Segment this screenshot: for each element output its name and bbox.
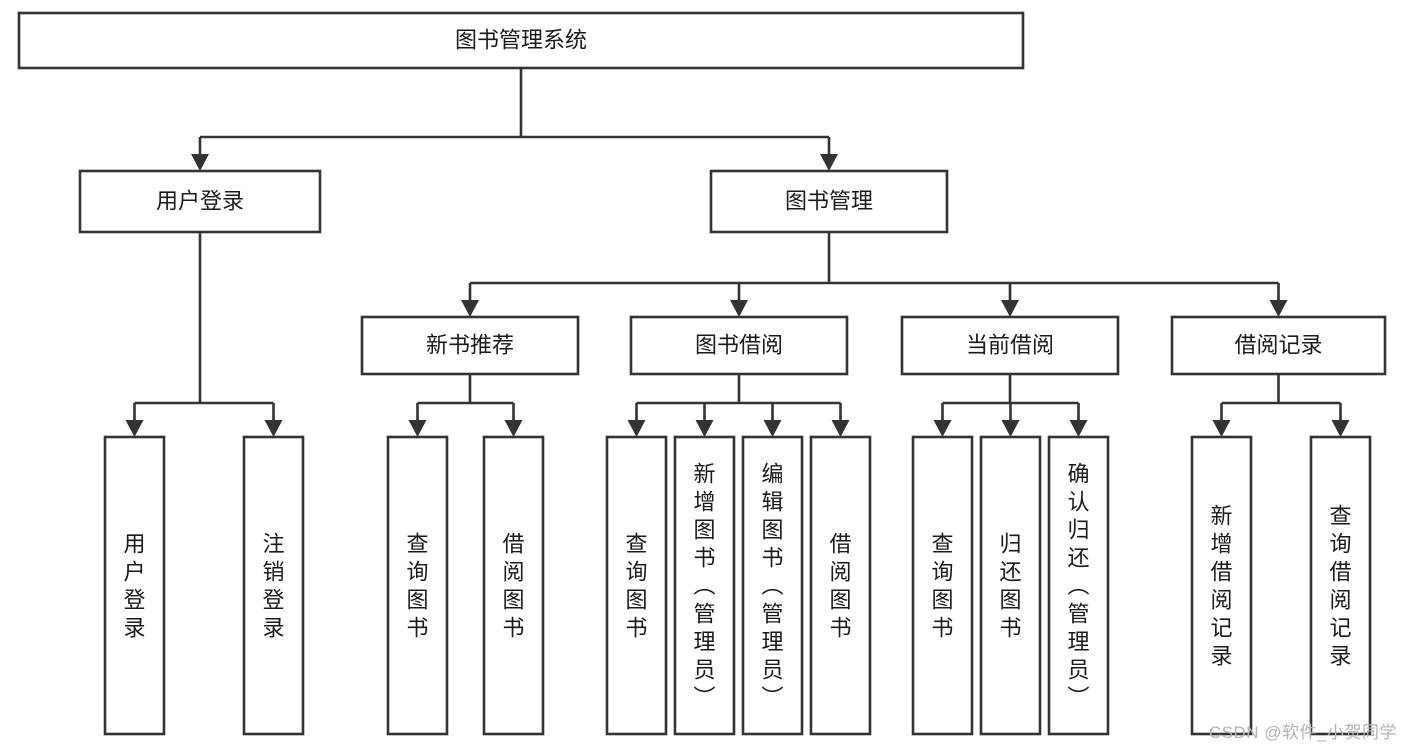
- arrow-head-icon: [1069, 420, 1088, 437]
- node-box: [709, 169, 949, 234]
- node-label: 图书管理系统: [455, 27, 587, 52]
- node-box: [629, 315, 849, 376]
- arrow-head-icon: [1331, 420, 1350, 437]
- edge-group-login: [125, 232, 283, 437]
- connector-layer: [125, 68, 1350, 437]
- arrow-head-icon: [627, 420, 646, 437]
- arrow-head-icon: [763, 420, 782, 437]
- arrow-head-icon: [1269, 300, 1288, 317]
- arrow-head-icon: [1001, 420, 1020, 437]
- node-box: [1309, 435, 1372, 736]
- node-leaf-add-record[interactable]: 新增借阅记录: [1190, 435, 1253, 736]
- node-box: [103, 435, 166, 736]
- node-box: [482, 435, 545, 736]
- node-leaf-logout[interactable]: 注销登录: [242, 435, 305, 736]
- arrow-head-icon: [264, 420, 283, 437]
- node-label: 查询借阅记录: [1329, 504, 1351, 669]
- arrow-head-icon: [695, 420, 714, 437]
- node-box: [17, 11, 1025, 70]
- node-box: [605, 435, 668, 736]
- arrow-head-icon: [820, 154, 838, 171]
- edge-group-bookmgmt: [461, 232, 1288, 317]
- node-box: [741, 435, 804, 736]
- node-label: 归还图书: [999, 532, 1021, 641]
- node-leaf-add-book[interactable]: 新增图书（管理员）: [673, 435, 736, 736]
- arrow-head-icon: [408, 420, 427, 437]
- node-box: [360, 315, 580, 376]
- node-label: 新增图书（管理员）: [693, 462, 715, 711]
- node-borrow[interactable]: 图书借阅: [629, 315, 849, 376]
- node-label: 新增借阅记录: [1210, 504, 1232, 669]
- node-label: 借阅记录: [1234, 332, 1322, 357]
- node-box: [1047, 435, 1110, 736]
- node-box: [979, 435, 1042, 736]
- node-login[interactable]: 用户登录: [78, 169, 322, 234]
- node-leaf-query-record[interactable]: 查询借阅记录: [1309, 435, 1372, 736]
- edge-group-current: [933, 374, 1088, 437]
- edge-group-newbook: [408, 374, 523, 437]
- node-current[interactable]: 当前借阅: [900, 315, 1120, 376]
- arrow-head-icon: [730, 300, 748, 317]
- node-label: 注销登录: [262, 532, 284, 641]
- arrow-head-icon: [125, 420, 144, 437]
- node-newbook[interactable]: 新书推荐: [360, 315, 580, 376]
- node-records[interactable]: 借阅记录: [1170, 315, 1387, 376]
- node-label: 查询图书: [625, 532, 647, 641]
- node-leaf-user-login[interactable]: 用户登录: [103, 435, 166, 736]
- edge-group-root: [191, 68, 838, 171]
- node-label: 借阅图书: [502, 532, 524, 641]
- node-leaf-borrow-book-new[interactable]: 借阅图书: [482, 435, 545, 736]
- node-leaf-borrow-book[interactable]: 借阅图书: [809, 435, 872, 736]
- node-leaf-query-book-borrow[interactable]: 查询图书: [605, 435, 668, 736]
- arrow-head-icon: [831, 420, 850, 437]
- node-leaf-query-book-current[interactable]: 查询图书: [911, 435, 974, 736]
- node-label: 图书管理: [785, 188, 873, 213]
- node-bookmgmt[interactable]: 图书管理: [709, 169, 949, 234]
- arrow-head-icon: [1001, 300, 1019, 317]
- edge-group-records: [1212, 374, 1350, 437]
- node-box: [242, 435, 305, 736]
- node-leaf-edit-book[interactable]: 编辑图书（管理员）: [741, 435, 804, 736]
- arrow-head-icon: [191, 154, 209, 171]
- node-label: 查询图书: [406, 532, 428, 641]
- node-label: 用户登录: [123, 532, 145, 641]
- node-box: [1170, 315, 1387, 376]
- node-label: 确认归还（管理员）: [1067, 462, 1089, 711]
- node-leaf-query-book-new[interactable]: 查询图书: [386, 435, 449, 736]
- edge-group-borrow: [627, 374, 850, 437]
- arrow-head-icon: [504, 420, 523, 437]
- node-root[interactable]: 图书管理系统: [17, 11, 1025, 70]
- node-layer: 图书管理系统用户登录图书管理新书推荐图书借阅当前借阅借阅记录用户登录注销登录查询…: [17, 11, 1387, 736]
- arrow-head-icon: [933, 420, 952, 437]
- node-label: 借阅图书: [829, 532, 851, 641]
- node-box: [78, 169, 322, 234]
- node-leaf-return-book[interactable]: 归还图书: [979, 435, 1042, 736]
- node-box: [900, 315, 1120, 376]
- node-label: 用户登录: [156, 188, 244, 213]
- node-box: [386, 435, 449, 736]
- node-label: 图书借阅: [695, 332, 783, 357]
- node-label: 编辑图书（管理员）: [761, 462, 783, 711]
- node-box: [1190, 435, 1253, 736]
- node-box: [809, 435, 872, 736]
- node-label: 查询图书: [931, 532, 953, 641]
- node-leaf-confirm-return[interactable]: 确认归还（管理员）: [1047, 435, 1110, 736]
- node-box: [673, 435, 736, 736]
- node-box: [911, 435, 974, 736]
- node-label: 新书推荐: [426, 332, 514, 357]
- arrow-head-icon: [461, 300, 479, 317]
- node-label: 当前借阅: [966, 332, 1054, 357]
- arrow-head-icon: [1212, 420, 1231, 437]
